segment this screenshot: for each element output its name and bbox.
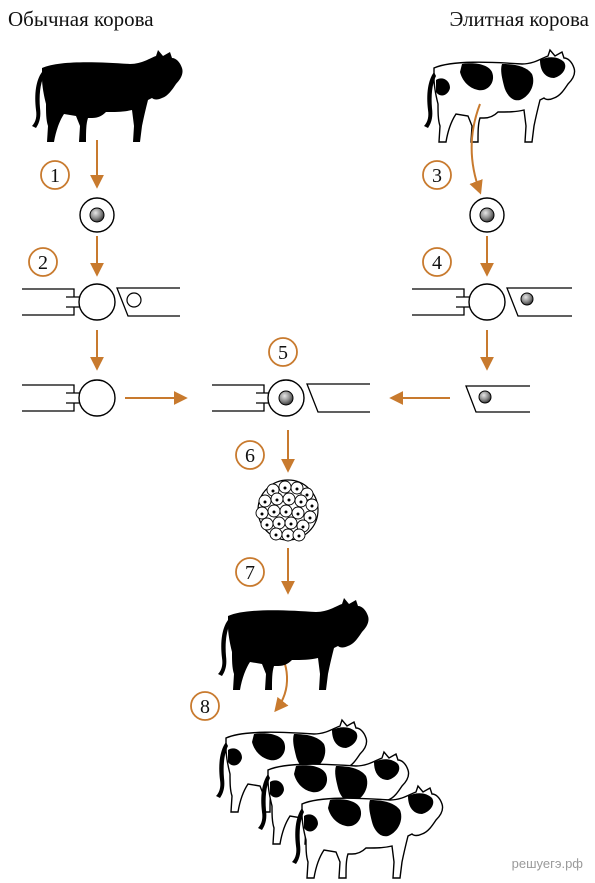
svg-text:8: 8	[200, 696, 210, 718]
step-6-marker: 6	[235, 440, 265, 470]
elite-cow-label: Элитная корова	[449, 7, 589, 31]
step-1-marker: 1	[40, 160, 70, 190]
enucleation-ordinary-icon	[21, 283, 180, 321]
elite-cow-icon	[423, 49, 576, 143]
ordinary-cow-label: Обычная корова	[8, 7, 154, 31]
svg-text:6: 6	[245, 445, 255, 467]
step-2-marker: 2	[28, 247, 58, 277]
svg-text:7: 7	[245, 562, 255, 584]
donor-nucleus-pipette-icon	[465, 385, 530, 413]
process-arrows	[90, 103, 494, 713]
elite-cell-icon	[469, 197, 505, 233]
enucleated-oocyte-icon	[21, 379, 116, 417]
watermark: решуегэ.рф	[511, 856, 583, 871]
svg-text:5: 5	[278, 342, 288, 364]
nucleus-extraction-elite-icon	[411, 283, 572, 321]
surrogate-cow-icon	[218, 598, 369, 690]
step-markers: 1 2 3 4 5 6 7 8	[28, 160, 452, 721]
nuclear-transfer-icon	[211, 379, 370, 417]
embryo-cluster-icon	[255, 479, 319, 542]
step-3-marker: 3	[422, 160, 452, 190]
ordinary-oocyte-icon	[79, 197, 115, 233]
svg-text:3: 3	[432, 165, 442, 187]
step-7-marker: 7	[235, 557, 265, 587]
svg-text:4: 4	[432, 252, 442, 274]
step-5-marker: 5	[268, 337, 298, 367]
step-4-marker: 4	[422, 247, 452, 277]
svg-text:2: 2	[38, 252, 48, 274]
ordinary-cow-icon	[32, 50, 183, 142]
cloned-cows-icon	[215, 719, 444, 879]
svg-text:1: 1	[50, 165, 60, 187]
step-8-marker: 8	[190, 691, 220, 721]
